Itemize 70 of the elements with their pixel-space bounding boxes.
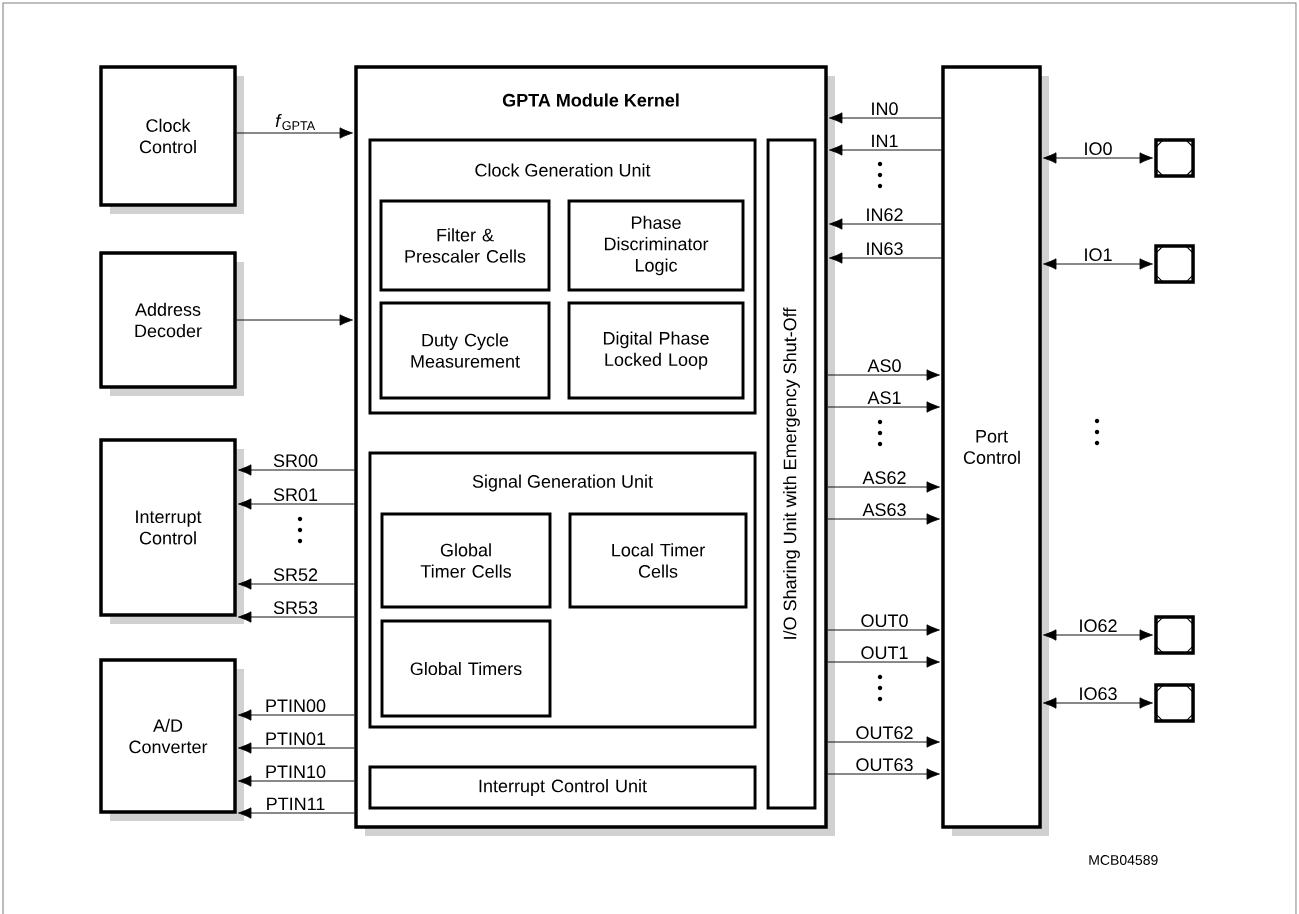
cell-box: Global Timers xyxy=(380,619,552,718)
cell-box: Local Timer Cells xyxy=(568,512,748,609)
arrow xyxy=(238,498,355,510)
arrow xyxy=(1043,152,1153,164)
block-box: Port Control xyxy=(941,65,1049,836)
arrow xyxy=(238,464,355,476)
arrow xyxy=(827,369,940,381)
edge-label: AS62 xyxy=(861,470,908,486)
edge-label: PTIN01 xyxy=(263,731,328,747)
cell-box: Global Timer Cells xyxy=(380,512,552,609)
arrow xyxy=(238,742,355,754)
cell-box: Phase Discriminator Logic xyxy=(567,199,745,292)
arrow xyxy=(236,127,353,139)
arrow xyxy=(1043,697,1153,709)
edge-label: OUT1 xyxy=(859,645,910,661)
arrow xyxy=(829,218,942,230)
cell-box: Duty Cycle Measurement xyxy=(379,301,551,400)
edge-label: IN0 xyxy=(869,101,900,117)
arrow xyxy=(238,775,355,787)
arrow xyxy=(827,401,940,413)
edge-label: AS63 xyxy=(861,502,908,518)
edge-label: IN1 xyxy=(869,133,900,149)
edge-label: SR52 xyxy=(271,567,320,583)
edge-label: PTIN11 xyxy=(264,796,327,812)
arrow xyxy=(829,252,942,264)
arrow xyxy=(827,656,940,668)
edge-label: PTIN00 xyxy=(263,698,328,714)
edge-label: f$_{GPTA}$ xyxy=(273,112,318,132)
block-box: A/D Converter xyxy=(99,658,244,821)
edge-label: OUT62 xyxy=(854,725,915,741)
arrow xyxy=(238,578,355,590)
pad-symbol xyxy=(1154,615,1195,655)
unit-box: Interrupt Control Unit xyxy=(368,765,757,810)
edge-label: PTIN10 xyxy=(263,764,328,780)
block-box: Interrupt Control xyxy=(99,438,244,624)
arrow xyxy=(1043,258,1153,270)
arrow xyxy=(827,736,940,748)
edge-label: IO0 xyxy=(1082,141,1114,157)
edge-label: IO62 xyxy=(1077,618,1119,634)
arrow xyxy=(827,624,940,636)
edge-label: IO1 xyxy=(1082,247,1114,263)
edge-label: SR53 xyxy=(271,600,320,616)
cell-box: Digital Phase Locked Loop xyxy=(567,301,745,400)
edge-label: SR01 xyxy=(271,487,320,503)
arrow xyxy=(829,144,942,156)
arrow xyxy=(1043,629,1153,641)
pad-symbol xyxy=(1154,244,1195,284)
pad-symbol xyxy=(1154,683,1195,723)
edge-label: SR00 xyxy=(271,453,320,469)
arrow xyxy=(238,709,355,721)
edge-label: IO63 xyxy=(1077,686,1119,702)
edge-label: OUT0 xyxy=(859,613,910,629)
edge-label: IN62 xyxy=(864,207,905,223)
arrow xyxy=(829,112,942,124)
pad-symbol xyxy=(1154,138,1195,178)
arrow xyxy=(827,768,940,780)
arrow xyxy=(238,611,355,623)
figure-code: MCB04589 xyxy=(1089,855,1158,865)
cell-box: Filter & Prescaler Cells xyxy=(379,199,551,292)
arrow xyxy=(238,807,355,819)
edge-label: AS0 xyxy=(866,358,903,374)
arrow xyxy=(236,314,353,326)
unit-box: I/O Sharing Unit with Emergency Shut-Off xyxy=(766,138,817,810)
block-box: Clock Control xyxy=(99,65,244,214)
edge-label: AS1 xyxy=(866,390,903,406)
edge-label: IN63 xyxy=(864,241,905,257)
arrow xyxy=(827,513,940,525)
edge-label: OUT63 xyxy=(854,757,915,773)
arrow xyxy=(827,481,940,493)
block-box: Address Decoder xyxy=(99,251,244,396)
